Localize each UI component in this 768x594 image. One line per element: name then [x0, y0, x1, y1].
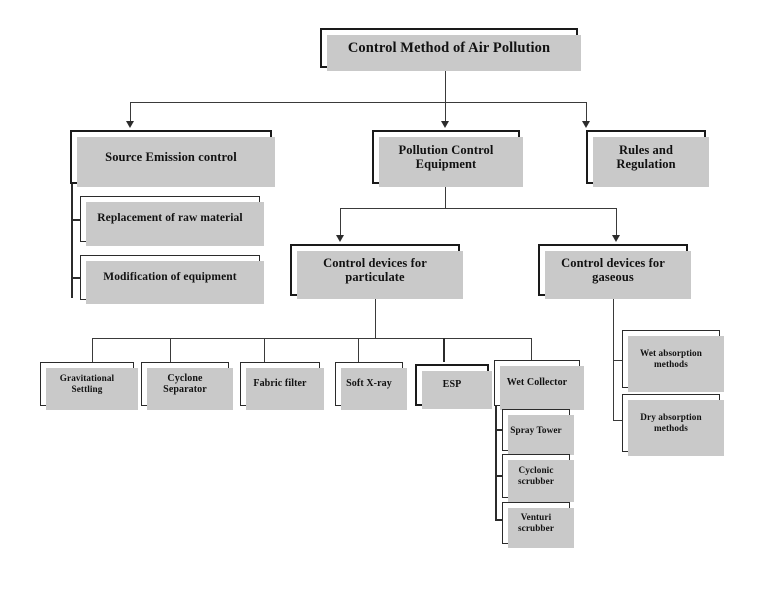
node-venturi-scrubber[interactable]: Venturi scrubber — [502, 502, 574, 548]
node-label: Modification of equipment — [103, 270, 237, 283]
arrowhead-pollution-equipment — [441, 121, 449, 128]
node-label: Cyclone Separator — [163, 372, 207, 396]
node-label: ESP — [442, 379, 462, 391]
node-label: Spray Tower — [510, 424, 562, 435]
node-wet-collector[interactable]: Wet Collector — [494, 360, 584, 410]
connector-source-emission-spine — [71, 184, 73, 298]
connector-to-venturi-scrubber — [495, 519, 502, 521]
connector-level1-bar — [130, 102, 586, 103]
connector-particulate-stem — [375, 296, 376, 338]
node-label: Wet absorption methods — [640, 348, 702, 369]
node-label: Control devices for particulate — [323, 255, 427, 284]
node-label: Wet Collector — [506, 377, 568, 389]
connector-drop-softxray — [358, 338, 359, 362]
node-label: Rules and Regulation — [616, 142, 676, 171]
connector-drop-esp — [443, 338, 445, 362]
connector-drop-gaseous — [616, 208, 617, 237]
connector-drop-source-emission — [130, 102, 131, 124]
connector-drop-particulate — [340, 208, 341, 237]
connector-to-cyclonic-scrubber — [495, 475, 502, 477]
node-label: Soft X-ray — [346, 378, 392, 390]
connector-gaseous-stem — [613, 296, 614, 420]
connector-to-spray-tower — [495, 429, 502, 431]
node-cyclone-separator[interactable]: Cyclone Separator — [141, 362, 233, 410]
node-fabric-filter[interactable]: Fabric filter — [240, 362, 324, 410]
connector-to-modification — [71, 277, 80, 279]
node-control-devices-particulate[interactable]: Control devices for particulate — [290, 244, 463, 299]
node-dry-absorption-methods[interactable]: Dry absorption methods — [622, 394, 724, 456]
connector-to-wet-absorption — [613, 360, 623, 361]
connector-equipment-stem — [445, 184, 446, 208]
connector-wetcollector-spine — [495, 406, 497, 520]
node-root-control-method[interactable]: Control Method of Air Pollution — [320, 28, 581, 71]
node-label: Control devices for gaseous — [561, 255, 665, 284]
arrowhead-rules — [582, 121, 590, 128]
connector-root-stem — [445, 68, 446, 102]
connector-drop-wetcollector — [531, 338, 532, 362]
node-label: Venturi scrubber — [517, 512, 555, 533]
connector-drop-fabric — [264, 338, 265, 362]
node-spray-tower[interactable]: Spray Tower — [502, 409, 574, 455]
node-control-devices-gaseous[interactable]: Control devices for gaseous — [538, 244, 691, 299]
connector-drop-rules — [586, 102, 587, 124]
node-label: Control Method of Air Pollution — [347, 39, 551, 56]
node-label: Cyclonic scrubber — [517, 465, 555, 486]
connector-equipment-bar — [340, 208, 616, 209]
node-wet-absorption-methods[interactable]: Wet absorption methods — [622, 330, 724, 392]
node-soft-xray[interactable]: Soft X-ray — [335, 362, 407, 410]
connector-drop-gravitational — [92, 338, 93, 362]
arrowhead-source-emission — [126, 121, 134, 128]
node-pollution-control-equipment[interactable]: Pollution Control Equipment — [372, 130, 523, 187]
node-gravitational-settling[interactable]: Gravitational Settling — [40, 362, 138, 410]
node-label: Replacement of raw material — [97, 212, 243, 225]
node-label: Fabric filter — [253, 378, 307, 390]
node-label: Dry absorption methods — [640, 412, 702, 433]
node-replacement-of-raw-material[interactable]: Replacement of raw material — [80, 196, 264, 246]
node-label: Gravitational Settling — [59, 373, 115, 394]
arrowhead-particulate — [336, 235, 344, 242]
node-label: Source Emission control — [105, 149, 237, 164]
arrowhead-gaseous — [612, 235, 620, 242]
node-modification-of-equipment[interactable]: Modification of equipment — [80, 255, 264, 304]
connector-to-replacement — [71, 219, 80, 221]
connector-particulate-bar — [92, 338, 531, 339]
connector-to-dry-absorption — [613, 420, 623, 421]
node-label: Pollution Control Equipment — [398, 142, 494, 171]
node-esp[interactable]: ESP — [415, 364, 492, 409]
node-cyclonic-scrubber[interactable]: Cyclonic scrubber — [502, 454, 574, 502]
connector-drop-cyclone — [170, 338, 171, 362]
connector-drop-pollution-equipment — [445, 102, 446, 124]
node-source-emission-control[interactable]: Source Emission control — [70, 130, 275, 187]
node-rules-and-regulation[interactable]: Rules and Regulation — [586, 130, 709, 187]
